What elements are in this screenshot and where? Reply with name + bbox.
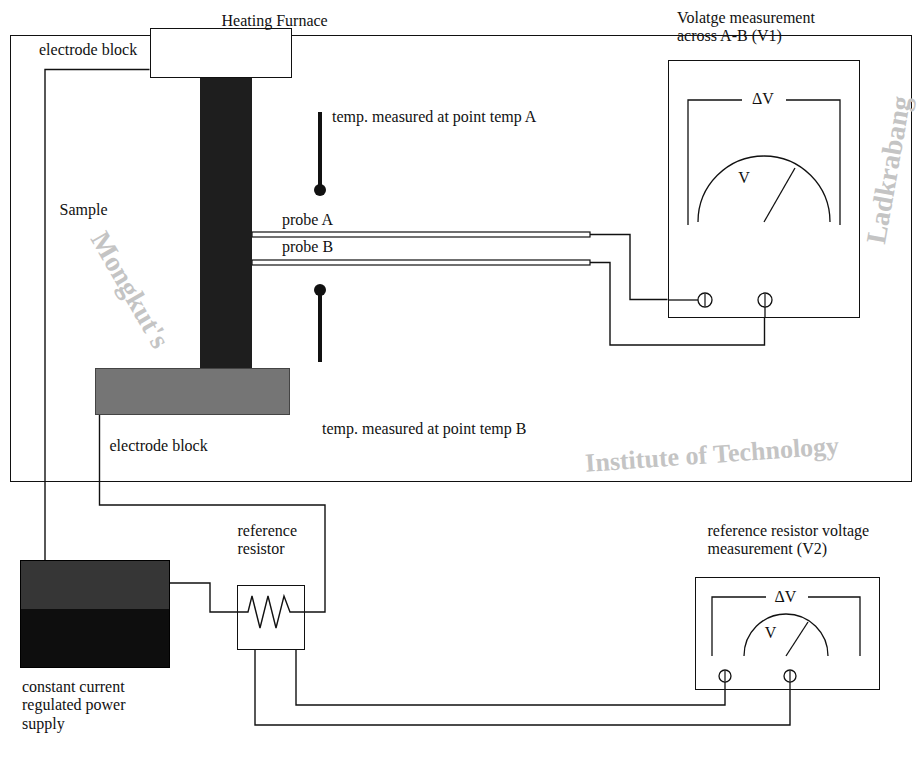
probe-rod [252,232,590,237]
meter-title: Volatge measurement across A-B (V1) [677,9,847,46]
part-label: constant current regulated power supply [22,678,144,733]
terminal-lead [789,682,790,690]
part-label: electrode block [110,437,240,455]
text-slot: Institute of Technology [584,431,840,479]
text-slot: Sample [60,201,122,219]
terminal-lead [764,307,765,318]
meter-terminal [758,293,772,307]
temperature-label: temp. measured at point temp A [332,108,536,126]
voltmeter: reference resistor voltage measurement (… [695,577,880,690]
furnace-title: Heating Furnace [222,12,422,30]
probe-rod [252,260,590,265]
thermometer-bulb [314,284,326,296]
part-label: Sample [60,201,122,219]
probe-label: probe B [282,238,333,256]
furnace-housing: electrode blockSampleVolatge measurement… [10,35,912,482]
reference-resistor: reference resistor [237,585,305,650]
text-slot: V [764,624,778,642]
part-label: reference resistor [238,522,320,559]
wire [252,235,668,300]
text-slot: Ladkrabang [860,94,918,247]
meter-symbol: ΔV [745,90,781,108]
text-slot: Heating Furnace [222,12,422,30]
meter-needle [764,168,795,222]
text-slot: Volatge measurement across A-B (V1) [677,9,847,46]
watermark: Ladkrabang [860,94,918,247]
meter-symbol: ΔV [768,588,804,606]
text-slot: reference resistor voltage measurement (… [708,522,898,559]
voltmeter: Volatge measurement across A-B (V1)ΔVV [668,60,860,318]
meter-face [688,100,840,225]
wire [252,263,765,346]
text-slot: ΔV [745,90,781,108]
meter-scale [698,156,830,222]
thermometer-stem [318,112,322,185]
meter-needle [786,622,808,656]
terminal-mark [764,294,765,306]
probe-label: probe A [282,211,333,229]
watermark: Mongkut's [84,226,176,354]
power-supply: constant current regulated power supply [20,560,170,668]
text-slot: reference resistor [238,522,320,559]
text-slot: temp. measured at point temp B [322,420,526,438]
terminal-mark [724,671,725,681]
text-slot: ΔV [768,588,804,606]
meter-scale [744,614,828,656]
text-slot: Mongkut's [84,226,176,354]
meter-face [712,597,860,656]
text-slot: V [737,169,751,187]
text-slot: electrode block [110,437,240,455]
text-slot: electrode block [39,41,143,59]
thermometer-bulb [314,184,326,196]
terminal-mark [704,294,705,306]
wire [255,650,790,725]
terminal-lead [668,299,698,300]
electrode-block: electrode block [95,368,290,415]
meter-terminal [784,670,796,682]
text-slot: probe A [282,211,333,229]
part-label: electrode block [39,41,143,59]
meter-symbol: V [764,624,778,642]
wire [170,583,237,612]
text-slot: temp. measured at point temp A [332,108,536,126]
text-slot: constant current regulated power supply [22,678,144,733]
text-slot: probe B [282,238,333,256]
resistor-symbol [237,596,305,628]
thermometer-stem [318,295,322,362]
wire [296,650,725,705]
terminal-mark [789,671,790,681]
meter-title: reference resistor voltage measurement (… [708,522,898,559]
sample-bar: Sample [200,78,252,368]
terminal-lead [724,682,725,690]
electrode-block: electrode block [150,28,292,78]
meter-terminal [719,670,731,682]
meter-symbol: V [737,169,751,187]
watermark: Institute of Technology [584,431,840,479]
temperature-label: temp. measured at point temp B [322,420,526,438]
meter-terminal [698,293,712,307]
